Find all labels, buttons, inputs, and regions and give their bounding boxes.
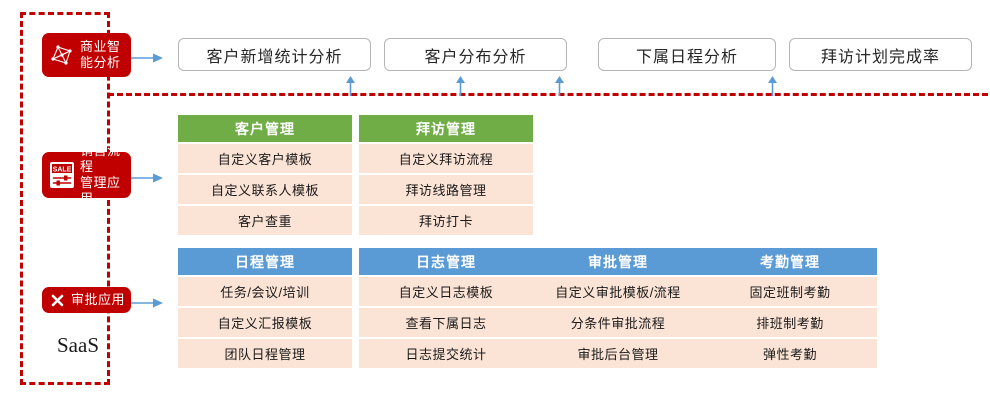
arrow-bi-to-tabs (131, 50, 163, 63)
app-badge-bi-label: 商业智 能分析 (80, 39, 121, 70)
module-feature-item[interactable]: 客户查重 (178, 206, 352, 235)
module-feature-item[interactable]: 自定义审批模板/流程 (531, 277, 705, 306)
tab-analysis-2[interactable]: 客户分布分析 (384, 38, 567, 71)
sale-sliders-icon: SALE (48, 160, 76, 190)
module-feature-item[interactable]: 排班制考勤 (703, 308, 877, 337)
svg-text:SALE: SALE (53, 167, 72, 174)
module-card-title: 审批管理 (531, 248, 705, 275)
module-feature-item[interactable]: 拜访线路管理 (359, 175, 533, 204)
app-badge-approval-label: 审批应用 (71, 292, 126, 307)
module-card-title: 拜访管理 (359, 115, 533, 142)
app-badge-sales-label: 销售流程 管理应用 (80, 143, 121, 206)
tab-analysis-3[interactable]: 下属日程分析 (598, 38, 776, 71)
arrow-up-tab-1 (345, 76, 356, 96)
module-card-title: 客户管理 (178, 115, 352, 142)
arrow-up-tab-2 (455, 76, 466, 96)
module-card-title: 日程管理 (178, 248, 352, 275)
module-feature-item[interactable]: 审批后台管理 (531, 339, 705, 368)
module-feature-item[interactable]: 弹性考勤 (703, 339, 877, 368)
app-badge-approval[interactable]: 审批应用 (42, 287, 131, 313)
arrow-up-tab-4 (767, 76, 778, 96)
module-card-title: 日志管理 (359, 248, 533, 275)
module-card: 日程管理任务/会议/培训自定义汇报模板团队日程管理 (178, 248, 352, 368)
arrow-approval-to-cards (131, 295, 163, 308)
module-feature-item[interactable]: 自定义拜访流程 (359, 144, 533, 173)
arrow-up-tab-3 (554, 76, 565, 96)
saas-boundary-frame (20, 12, 110, 385)
module-card-title: 考勤管理 (703, 248, 877, 275)
module-card: 考勤管理固定班制考勤排班制考勤弹性考勤 (703, 248, 877, 368)
module-feature-item[interactable]: 查看下属日志 (359, 308, 533, 337)
module-feature-item[interactable]: 团队日程管理 (178, 339, 352, 368)
module-card: 审批管理自定义审批模板/流程分条件审批流程审批后台管理 (531, 248, 705, 368)
module-feature-item[interactable]: 自定义客户模板 (178, 144, 352, 173)
module-card: 拜访管理自定义拜访流程拜访线路管理拜访打卡 (359, 115, 533, 235)
module-card: 日志管理自定义日志模板查看下属日志日志提交统计 (359, 248, 533, 368)
arrow-sales-to-cards (131, 170, 163, 183)
network-graph-icon (49, 42, 75, 68)
module-feature-item[interactable]: 拜访打卡 (359, 206, 533, 235)
cross-tools-icon (50, 293, 65, 308)
module-feature-item[interactable]: 自定义日志模板 (359, 277, 533, 306)
module-feature-item[interactable]: 分条件审批流程 (531, 308, 705, 337)
module-feature-item[interactable]: 任务/会议/培训 (178, 277, 352, 306)
module-card: 客户管理自定义客户模板自定义联系人模板客户查重 (178, 115, 352, 235)
app-badge-bi[interactable]: 商业智 能分析 (42, 33, 131, 77)
module-feature-item[interactable]: 自定义汇报模板 (178, 308, 352, 337)
app-badge-sales[interactable]: SALE 销售流程 管理应用 (42, 143, 131, 206)
tab-analysis-4[interactable]: 拜访计划完成率 (789, 38, 972, 71)
saas-divider-line (108, 93, 988, 96)
module-feature-item[interactable]: 固定班制考勤 (703, 277, 877, 306)
saas-caption: SaaS (57, 333, 99, 357)
module-feature-item[interactable]: 自定义联系人模板 (178, 175, 352, 204)
tab-analysis-1[interactable]: 客户新增统计分析 (178, 38, 371, 71)
module-feature-item[interactable]: 日志提交统计 (359, 339, 533, 368)
